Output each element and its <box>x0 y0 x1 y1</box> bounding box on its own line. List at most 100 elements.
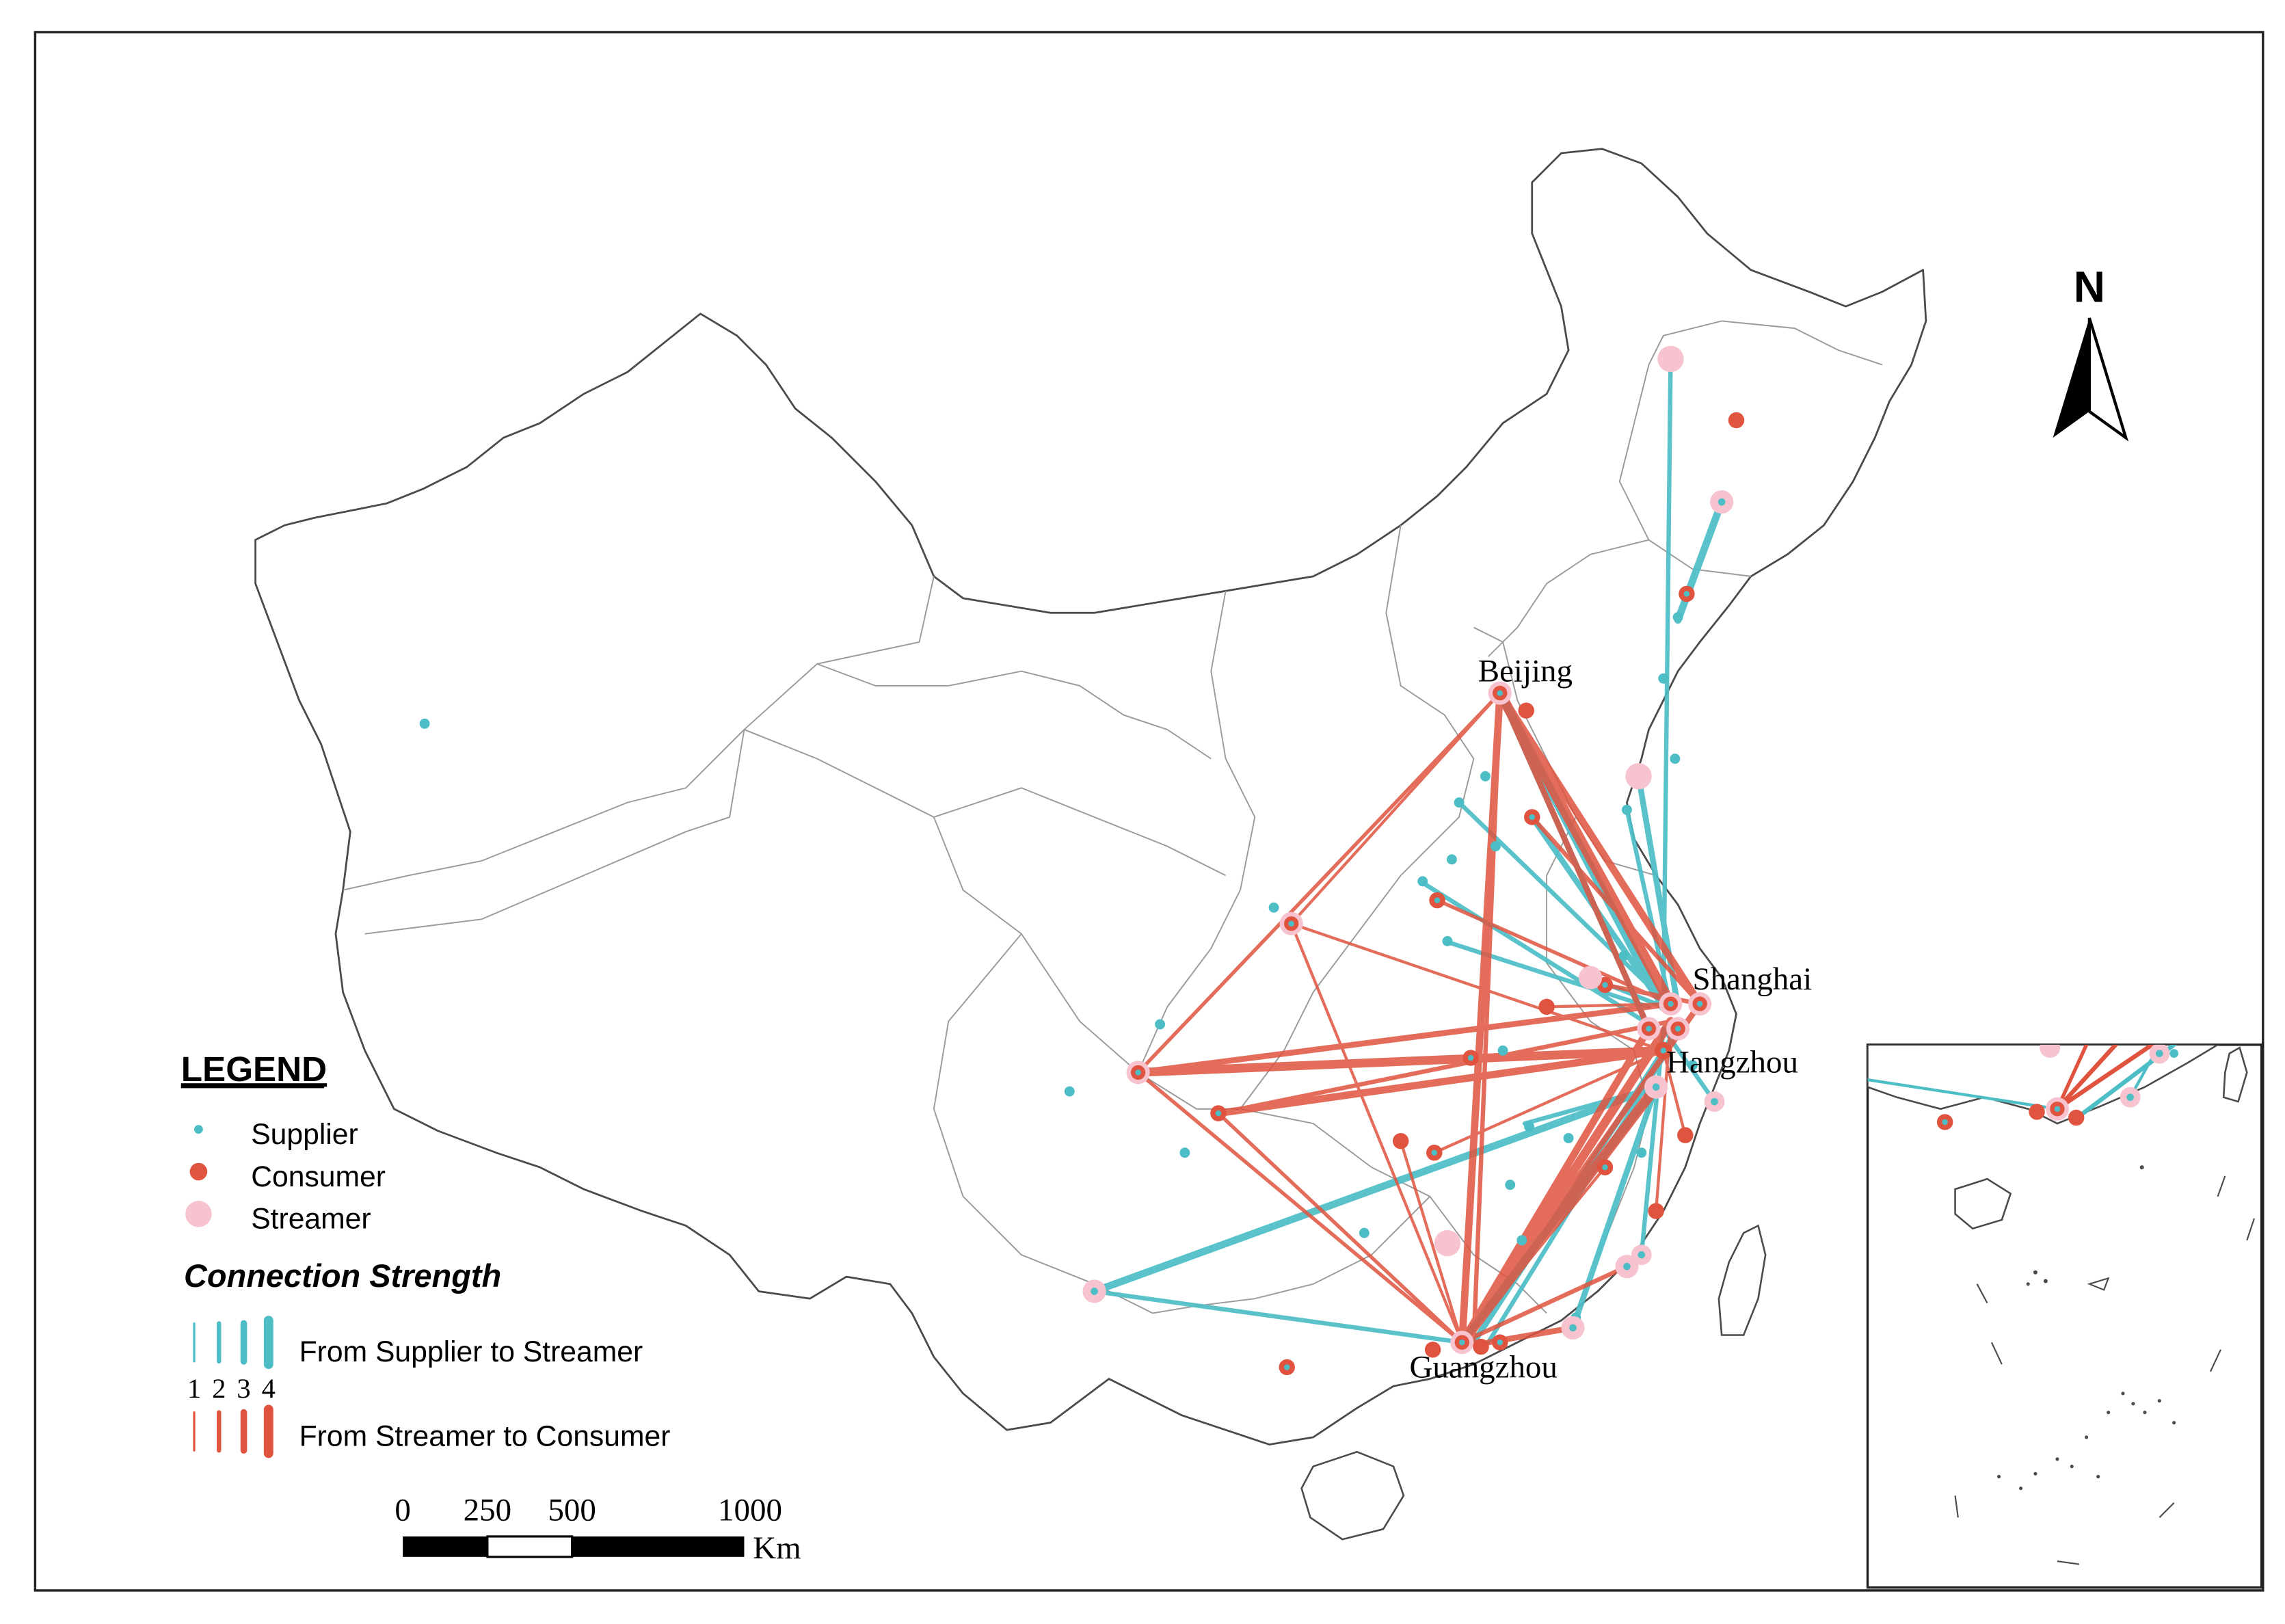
flow-line <box>1529 814 1702 1007</box>
supplier-points <box>419 612 1698 1323</box>
combined-node <box>1473 1338 1489 1355</box>
taiwan-island <box>1718 1224 1767 1336</box>
flow-line <box>1442 939 1651 1009</box>
flow-line <box>1460 1264 1629 1345</box>
legend-title: LEGEND <box>181 1050 327 1089</box>
supplier-point <box>1563 1132 1574 1143</box>
city-labels: Beijing Shanghai Hangzhou Guangzhou <box>1409 654 1812 1385</box>
scale-tick-250: 250 <box>464 1492 511 1528</box>
flow-line <box>1290 691 1501 925</box>
supplier-point <box>1454 797 1465 808</box>
combined-node <box>1279 911 1303 935</box>
combined-node <box>1615 1255 1639 1279</box>
legend-supplier-symbol <box>193 1125 203 1134</box>
flow-line <box>1092 1289 1465 1345</box>
flow-line <box>1495 688 1676 1009</box>
combined-node <box>1659 992 1683 1016</box>
combined-node <box>1082 1279 1106 1303</box>
streamer-point <box>1625 763 1652 790</box>
flow-line <box>1496 689 1704 1008</box>
supplier-point <box>1490 841 1501 852</box>
supplier-point <box>1505 1180 1516 1190</box>
combined-node <box>1596 1159 1614 1175</box>
combined-node <box>1637 1017 1661 1041</box>
supplier-point <box>1636 1147 1647 1158</box>
flow-line <box>1545 1002 1672 1009</box>
combined-node <box>1429 892 1445 909</box>
flow-line <box>1625 808 1673 1009</box>
city-label-hangzhou: Hangzhou <box>1666 1044 1798 1080</box>
legend-strength-title: Connection Strength <box>184 1258 501 1294</box>
legend-streamer-consumer-label: From Streamer to Consumer <box>299 1420 671 1453</box>
flow-line <box>1468 1048 1666 1061</box>
combined-node <box>1654 1041 1672 1060</box>
supplier-point <box>1480 771 1491 782</box>
legend-streamer-symbol <box>185 1201 212 1227</box>
flow-line <box>1635 773 1681 1010</box>
scale-tick-500: 500 <box>548 1492 596 1528</box>
consumer-point <box>1424 1342 1441 1358</box>
combined-node <box>1426 1145 1443 1161</box>
north-arrow-icon: N <box>2053 263 2129 442</box>
combined-node <box>1688 992 1712 1016</box>
flow-line <box>1290 922 1665 1052</box>
flow-line <box>1460 1165 1607 1344</box>
supplier-point <box>1446 854 1457 865</box>
flow-line <box>1570 1084 1659 1331</box>
flow-line <box>1214 1047 1668 1117</box>
combined-node <box>1450 1331 1474 1355</box>
combined-node <box>1710 490 1734 514</box>
flow-line <box>1603 983 1702 1007</box>
legend-supplier-streamer-label: From Supplier to Streamer <box>299 1335 643 1368</box>
flow-line <box>1459 1000 1703 1346</box>
supplier-point <box>1179 1147 1190 1158</box>
scale-unit: Km <box>753 1530 801 1566</box>
flow-line <box>1435 898 1673 1006</box>
supplier-point <box>1516 1235 1527 1246</box>
combined-node <box>1126 1061 1150 1084</box>
flow-line <box>1661 356 1673 1009</box>
flow-line <box>1471 691 1502 1345</box>
legend: LEGEND Supplier Consumer Streamer Connec… <box>181 1050 671 1459</box>
combined-node <box>1524 809 1540 825</box>
combined-node <box>1631 1244 1652 1266</box>
consumer-point <box>1677 1127 1694 1143</box>
streamer-point <box>1434 1229 1461 1257</box>
strength-level-2: 2 <box>212 1373 226 1404</box>
supplier-point <box>1658 673 1669 684</box>
flow-line <box>1432 1049 1665 1154</box>
consumer-point <box>1392 1132 1409 1149</box>
city-label-shanghai: Shanghai <box>1692 961 1812 997</box>
supplier-point <box>1064 1086 1075 1097</box>
strength-level-4: 4 <box>262 1373 276 1404</box>
streamer-point <box>1657 345 1684 373</box>
supplier-point <box>1497 1045 1508 1056</box>
flow-line <box>1290 922 1464 1344</box>
south-china-sea-inset <box>1866 1043 2263 1589</box>
flow-line <box>1136 691 1502 1075</box>
supplier-point <box>1442 935 1453 946</box>
legend-consumer-symbol <box>189 1162 208 1181</box>
inset-hainan <box>1954 1177 2012 1230</box>
supplier-point <box>1687 1060 1698 1071</box>
hainan-island <box>1300 1450 1405 1541</box>
combined-node <box>1666 1017 1690 1041</box>
legend-streamer-label: Streamer <box>251 1203 371 1236</box>
supplier-point <box>1524 1121 1534 1132</box>
scale-bar: 0 250 500 1000 Km <box>395 1492 801 1565</box>
scale-tick-1000: 1000 <box>718 1492 782 1528</box>
consumer-points <box>1392 412 1745 1358</box>
supplier-point <box>419 718 430 729</box>
consumer-point <box>1648 1203 1664 1219</box>
combined-node <box>1488 681 1512 705</box>
strength-level-3: 3 <box>237 1373 250 1404</box>
flows-streamer-to-consumer <box>1134 688 1704 1348</box>
legend-consumer-label: Consumer <box>251 1160 386 1193</box>
combined-node <box>1561 1316 1585 1340</box>
supplier-point <box>1672 612 1683 623</box>
supplier-point <box>1268 902 1279 913</box>
city-label-guangzhou: Guangzhou <box>1409 1349 1557 1385</box>
flow-line <box>1399 1139 1464 1344</box>
flow-line <box>1135 1000 1674 1076</box>
streamer-points <box>1434 345 1684 1257</box>
